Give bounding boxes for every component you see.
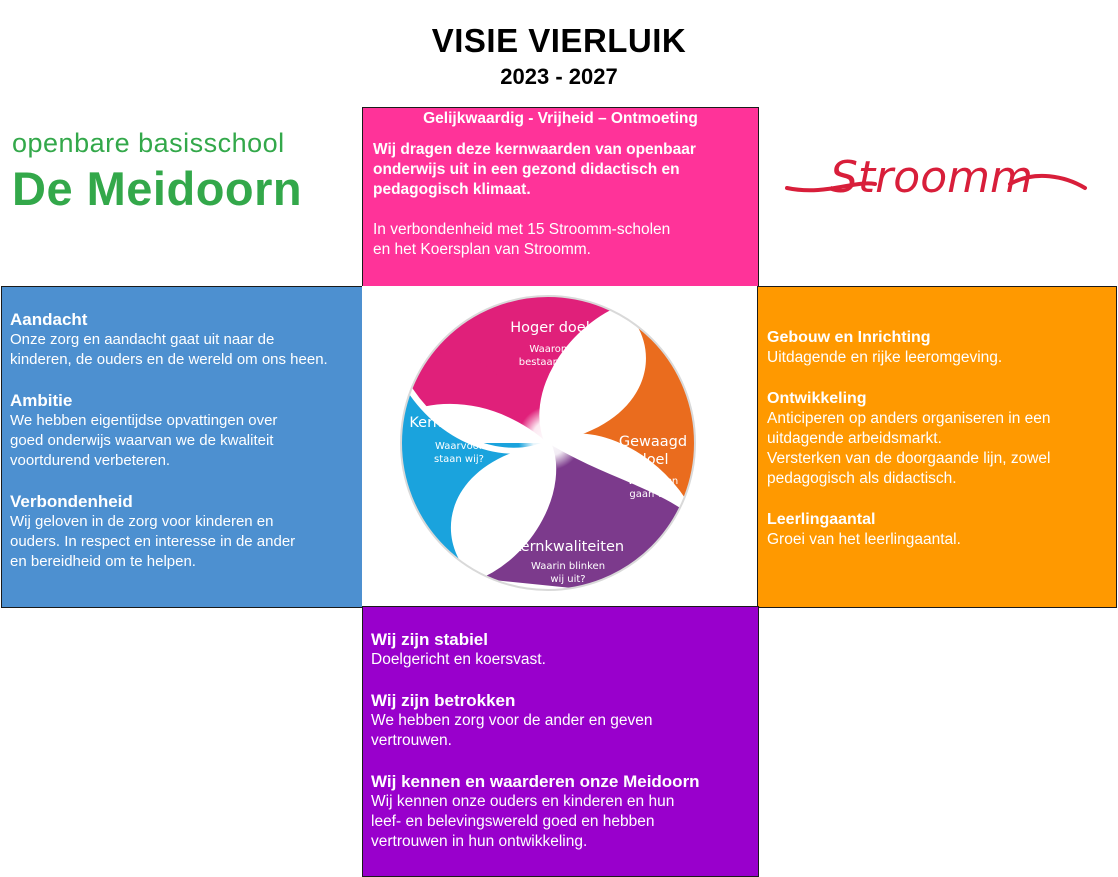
core-values-panel: Gelijkwaardig - Vrijheid – Ontmoeting Wi… — [362, 107, 759, 287]
section-title: Wij zijn betrokken — [371, 691, 516, 710]
section-title: Leerlingaantal — [767, 511, 876, 528]
section-text: Wij kennen onze ouders en kinderen en hu… — [371, 793, 675, 850]
segment-question: gaan wij? — [629, 489, 676, 500]
segment-question: bestaan wij? — [519, 357, 581, 368]
school-logo-name: De Meidoorn — [12, 162, 303, 215]
segment-question: Waarom — [529, 344, 570, 355]
stroomm-logo-text: Stroomm — [830, 152, 1033, 203]
connection-text: In verbondenheid met 15 Stroomm-scholen … — [373, 221, 671, 258]
segment-title: Kernwaarden — [409, 415, 504, 431]
segment-question: staan wij? — [434, 454, 484, 465]
segment-title: Hoger doel — [510, 320, 590, 336]
section-betrokken: Wij zijn betrokken We hebben zorg voor d… — [371, 690, 750, 751]
segment-question: Waarvoor — [435, 441, 484, 452]
section-text: Groei van het leerlingaantal. — [767, 531, 961, 548]
swirl-diagram: Hoger doel Waarom bestaan wij? Gewaagd d… — [400, 295, 696, 591]
section-text: Anticiperen op anders organiseren in een… — [767, 410, 1051, 487]
section-gebouw: Gebouw en Inrichting Uitdagende en rijke… — [767, 327, 1108, 368]
section-title: Gebouw en Inrichting — [767, 329, 931, 346]
section-title: Wij zijn stabiel — [371, 630, 488, 649]
values-panel-left: Aandacht Onze zorg en aandacht gaat uit … — [1, 286, 363, 608]
values-panel-bottom: Wij zijn stabiel Doelgericht en koersvas… — [362, 606, 759, 877]
swirl-diagram-panel: Hoger doel Waarom bestaan wij? Gewaagd d… — [362, 286, 758, 607]
section-text: Uitdagende en rijke leeromgeving. — [767, 349, 1003, 366]
section-ambitie: Ambitie We hebben eigentijdse opvattinge… — [10, 390, 354, 471]
section-title: Verbondenheid — [10, 492, 133, 511]
segment-title: doel — [637, 452, 668, 468]
segment-question: Waarheen — [628, 476, 678, 487]
segment-question: wij uit? — [550, 574, 585, 585]
segment-title: Kernkwaliteiten — [512, 539, 624, 555]
section-ontwikkeling: Ontwikkeling Anticiperen op anders organ… — [767, 388, 1108, 489]
section-title: Wij kennen en waarderen onze Meidoorn — [371, 772, 700, 791]
stroomm-logo: Stroomm — [785, 140, 1090, 215]
section-text: Doelgericht en koersvast. — [371, 651, 546, 668]
section-title: Ontwikkeling — [767, 390, 867, 407]
section-stabiel: Wij zijn stabiel Doelgericht en koersvas… — [371, 629, 750, 670]
segment-question: Waarin blinken — [531, 561, 605, 572]
section-verbondenheid: Verbondenheid Wij geloven in de zorg voo… — [10, 491, 354, 572]
section-aandacht: Aandacht Onze zorg en aandacht gaat uit … — [10, 309, 354, 370]
core-values-text: Wij dragen deze kernwaarden van openbaar… — [373, 141, 696, 198]
section-title: Ambitie — [10, 391, 73, 410]
page-title: VISIE VIERLUIK — [431, 22, 687, 59]
school-logo-line1: openbare basisschool — [12, 128, 285, 158]
school-logo: openbare basisschool De Meidoorn — [12, 128, 302, 216]
core-values-heading: Gelijkwaardig - Vrijheid – Ontmoeting — [423, 110, 698, 127]
section-leerlingaantal: Leerlingaantal Groei van het leerlingaan… — [767, 509, 1108, 550]
section-title: Aandacht — [10, 310, 88, 329]
period-years: 2023 - 2027 — [500, 64, 618, 89]
segment-gewaagd-doel — [548, 296, 695, 590]
values-panel-right: Gebouw en Inrichting Uitdagende en rijke… — [757, 286, 1117, 608]
segment-title: Gewaagd — [619, 434, 687, 450]
section-meidoorn: Wij kennen en waarderen onze Meidoorn Wi… — [371, 771, 750, 852]
